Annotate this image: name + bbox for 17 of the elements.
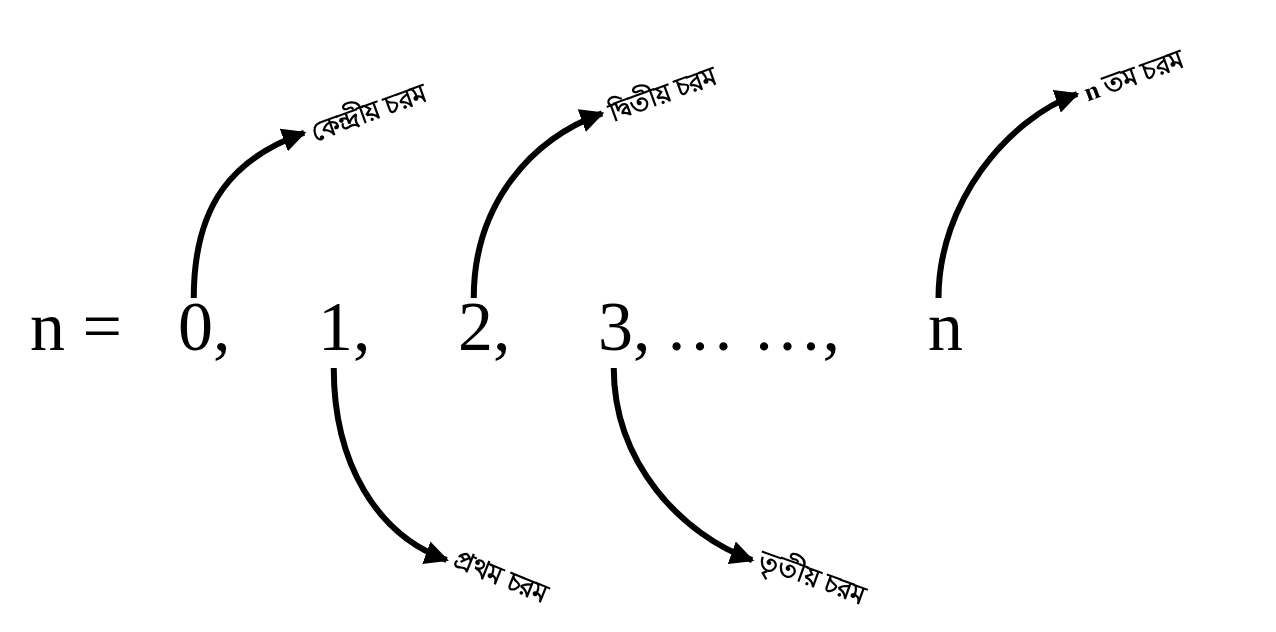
curved-arrow [610, 367, 755, 563]
maximum-label: কেন্দ্রীয় চরম [307, 79, 431, 148]
number-text: 3, [598, 292, 651, 362]
curved-arrow [935, 91, 1080, 299]
number-text: n [928, 292, 963, 362]
curved-arrow [330, 367, 449, 563]
number-text: 0, [178, 292, 231, 362]
maximum-label: প্রথম চরম [449, 546, 552, 610]
curved-arrow [190, 129, 307, 299]
equation-text: … …, [665, 292, 840, 362]
number-text: 1, [318, 292, 371, 362]
maximum-label: দ্বিতীয় চরম [605, 62, 721, 128]
number-text: 2, [458, 292, 511, 362]
maximum-label: n তম চরম [1080, 45, 1188, 108]
maximum-label: তৃতীয় চরম [755, 545, 869, 611]
curved-arrow [470, 110, 605, 299]
equation-text: n = [30, 292, 122, 362]
